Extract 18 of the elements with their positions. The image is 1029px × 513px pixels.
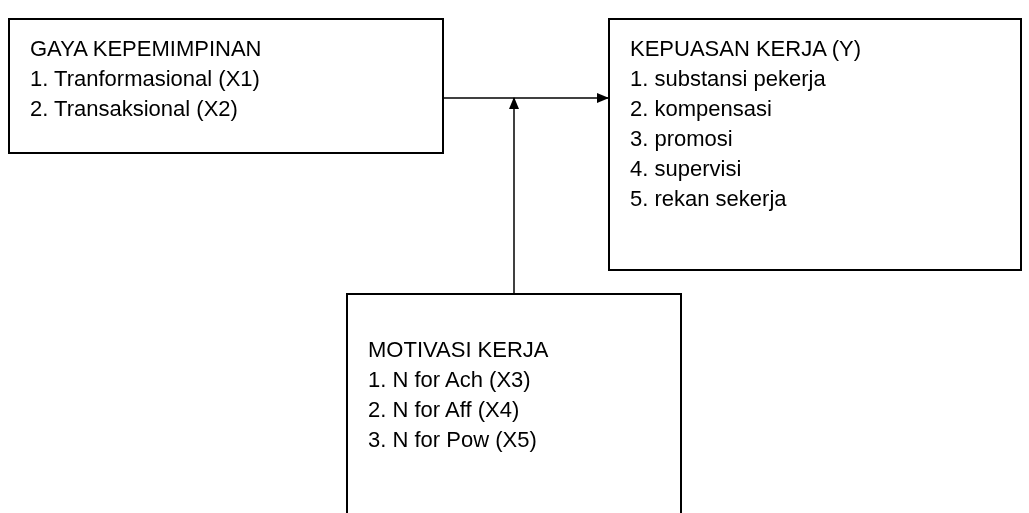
- variable-box: [608, 18, 1022, 271]
- list-item: 1. Tranformasional (X1): [30, 65, 260, 93]
- list-item: 5. rekan sekerja: [630, 185, 787, 213]
- list-item: 2. kompensasi: [630, 95, 772, 123]
- arrow: [509, 97, 519, 294]
- list-item: 1. substansi pekerja: [630, 65, 826, 93]
- list-item: 1. N for Ach (X3): [368, 366, 531, 394]
- variable-box: [8, 18, 444, 154]
- list-item: 2. Transaksional (X2): [30, 95, 238, 123]
- list-item: 4. supervisi: [630, 155, 742, 183]
- list-item: 3. N for Pow (X5): [368, 426, 537, 454]
- arrow: [443, 93, 609, 103]
- box-heading: MOTIVASI KERJA: [368, 336, 549, 364]
- list-item: 2. N for Aff (X4): [368, 396, 520, 424]
- box-heading: KEPUASAN KERJA (Y): [630, 35, 862, 63]
- variable-box: [346, 293, 682, 513]
- box-heading: GAYA KEPEMIMPINAN: [30, 35, 262, 63]
- list-item: 3. promosi: [630, 125, 733, 153]
